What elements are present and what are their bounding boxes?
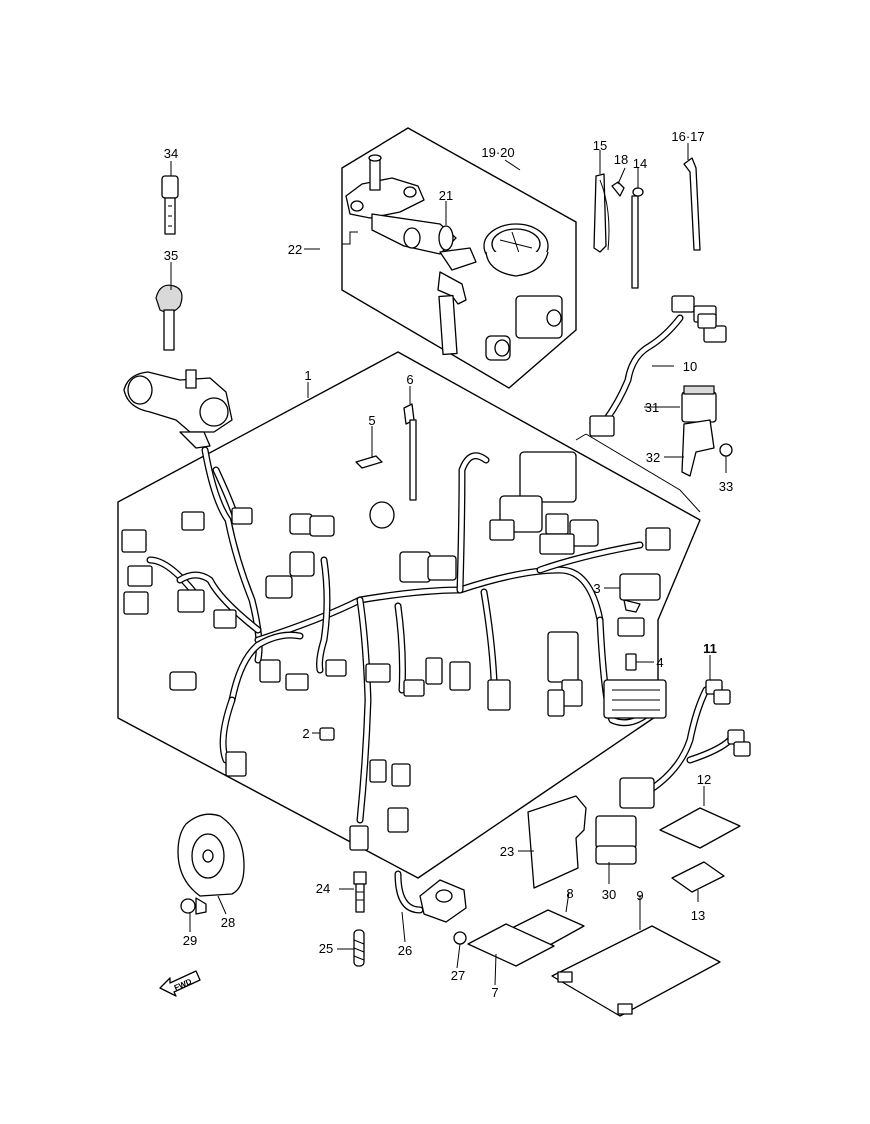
callout-31: 31 <box>645 400 659 415</box>
bulb-25 <box>353 929 365 967</box>
callout-34: 34 <box>164 146 178 161</box>
sub-harness-11 <box>619 679 751 809</box>
ignition-switch-assembly <box>123 369 233 449</box>
key-35 <box>155 284 183 351</box>
callout-2: 2 <box>302 726 309 741</box>
callout-33: 33 <box>719 479 733 494</box>
callout-25: 25 <box>319 941 333 956</box>
callout-9: 9 <box>636 888 643 903</box>
callout-4: 4 <box>656 655 663 670</box>
callout-6: 6 <box>406 372 413 387</box>
callout-18: 18 <box>614 152 628 167</box>
callout-19-20: 19·20 <box>481 145 514 160</box>
leader-lines <box>170 143 727 986</box>
callout-24: 24 <box>316 881 330 896</box>
harness-connectors <box>121 451 671 851</box>
callout-3: 3 <box>593 581 600 596</box>
callout-29: 29 <box>183 933 197 948</box>
key-34 <box>161 175 179 235</box>
sensor-24 <box>353 871 367 913</box>
callout-23: 23 <box>500 844 514 859</box>
main-harness-box <box>117 351 701 879</box>
callout-21: 21 <box>439 188 453 203</box>
callout-5: 5 <box>368 413 375 428</box>
callout-13: 13 <box>691 908 705 923</box>
plates-and-labels <box>467 795 741 1017</box>
harness-small-parts <box>319 403 661 741</box>
callout-12: 12 <box>697 772 711 787</box>
fwd-label: FWD <box>173 977 194 993</box>
callout-8: 8 <box>566 886 573 901</box>
ignition-switch-set-box <box>341 127 577 389</box>
sub-harness-10 <box>589 295 733 477</box>
callout-15: 15 <box>593 138 607 153</box>
horn <box>177 813 245 915</box>
sub-harness-box <box>575 433 701 513</box>
callout-26: 26 <box>398 943 412 958</box>
clamps-group <box>593 157 701 289</box>
callout-11: 11 <box>703 641 717 656</box>
callout-16-17: 16·17 <box>671 129 704 144</box>
sensor-26-27 <box>394 870 467 945</box>
callout-labels: 34 35 22 21 19·20 15 18 14 16·17 1 6 5 1… <box>164 129 733 1000</box>
callout-32: 32 <box>646 450 660 465</box>
fwd-arrow-icon: FWD <box>159 970 201 997</box>
callout-14: 14 <box>633 156 647 171</box>
main-wiring-harness <box>146 446 654 824</box>
callout-7: 7 <box>491 985 498 1000</box>
callout-1: 1 <box>304 368 311 383</box>
callout-27: 27 <box>451 968 465 983</box>
callout-10: 10 <box>683 359 697 374</box>
callout-30: 30 <box>602 887 616 902</box>
callout-22: 22 <box>288 242 302 257</box>
callout-35: 35 <box>164 248 178 263</box>
callout-28: 28 <box>221 915 235 930</box>
